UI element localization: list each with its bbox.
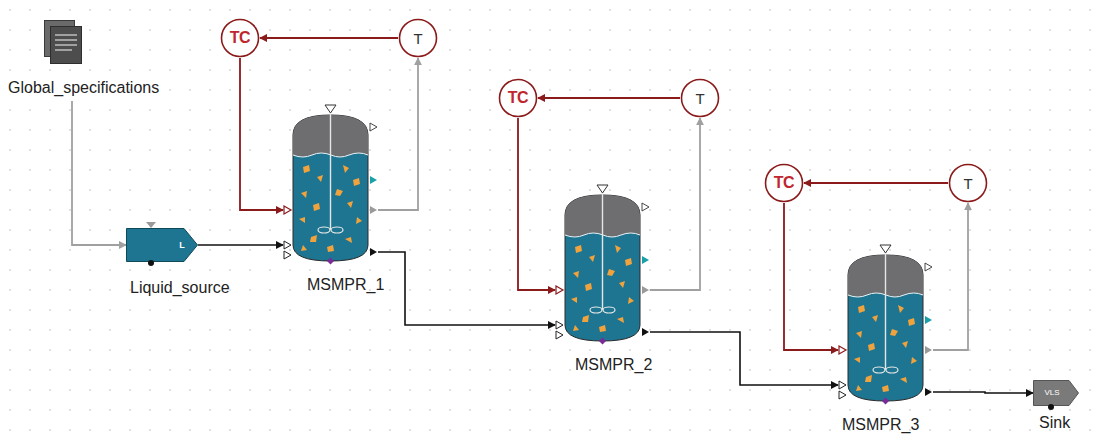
process-stream <box>198 244 283 246</box>
temperature-controller: TC <box>764 163 804 203</box>
sink: VLS Sink <box>1033 380 1079 432</box>
unit-label: Liquid_source <box>130 278 230 297</box>
symbol-text: TC <box>508 90 528 106</box>
symbol-text: TC <box>230 30 250 46</box>
symbol-text: VLS <box>1044 389 1059 397</box>
signal-line <box>378 58 418 210</box>
unit-label: MSMPR_2 <box>575 355 652 374</box>
signal-line <box>933 203 968 350</box>
control-signal <box>518 118 555 290</box>
process-stream <box>650 332 838 385</box>
temperature-controller: TC <box>220 18 260 58</box>
t-symbol: T <box>948 163 988 203</box>
control-signal <box>538 97 680 99</box>
temperature-sensor: T <box>398 18 438 58</box>
signal-line <box>72 101 126 245</box>
tc-symbol: TC <box>498 78 538 118</box>
vessel-symbol <box>838 245 933 405</box>
control-signal <box>804 182 948 184</box>
global-specifications: Global_specifications <box>8 20 160 97</box>
doc-symbol <box>44 20 82 64</box>
vessel-symbol <box>283 105 378 265</box>
symbol-text: TC <box>774 175 794 191</box>
temperature-sensor: T <box>680 78 720 118</box>
process-stream <box>933 392 1033 393</box>
symbol-text: T <box>413 31 422 46</box>
temperature-sensor: T <box>948 163 988 203</box>
vessel-symbol <box>555 185 650 345</box>
control-signal <box>240 58 283 210</box>
control-signal <box>260 37 398 39</box>
process-stream <box>378 252 555 325</box>
msmpr-crystallizer: MSMPR_1 <box>283 105 385 294</box>
signal-line <box>650 118 700 290</box>
liquid-source: L Liquid_source <box>126 220 230 297</box>
tc-symbol: TC <box>764 163 804 203</box>
unit-label: Sink <box>1039 413 1070 432</box>
t-symbol: T <box>398 18 438 58</box>
tc-symbol: TC <box>220 18 260 58</box>
src-symbol: L <box>126 228 198 262</box>
msmpr-crystallizer: MSMPR_2 <box>555 185 653 374</box>
unit-label: MSMPR_3 <box>842 415 919 434</box>
msmpr-crystallizer: MSMPR_3 <box>838 245 933 434</box>
symbol-text: T <box>695 91 704 106</box>
symbol-text: T <box>963 176 972 191</box>
control-signal <box>784 203 838 350</box>
unit-label: MSMPR_1 <box>307 275 384 294</box>
symbol-text: L <box>179 241 185 250</box>
t-symbol: T <box>680 78 720 118</box>
unit-label: Global_specifications <box>8 78 159 97</box>
sink-symbol: VLS <box>1033 380 1079 406</box>
temperature-controller: TC <box>498 78 538 118</box>
